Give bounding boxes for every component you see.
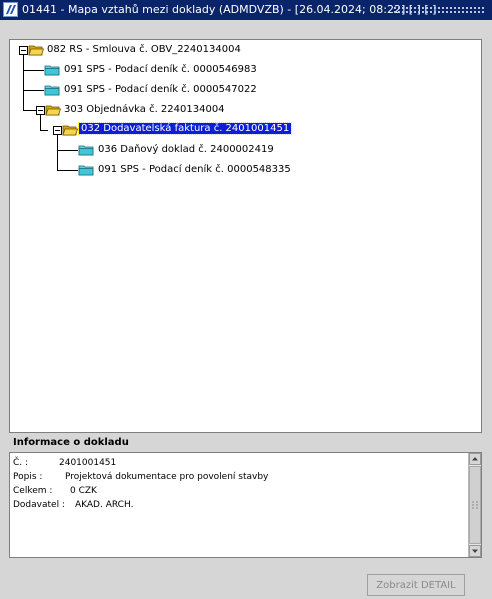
title-bar[interactable]: 01441 - Mapa vztahů mezi doklady (ADMDVZ… (0, 0, 492, 20)
tree-line (23, 90, 44, 91)
folder-icon (44, 65, 60, 76)
show-detail-button[interactable]: Zobrazit DETAIL (367, 574, 465, 596)
info-label: Dodavatel : (13, 500, 65, 510)
scroll-up-button[interactable] (469, 453, 481, 465)
tree-line (40, 130, 48, 131)
info-textarea[interactable]: Č. : 2401001451 Popis : Projektová dokum… (9, 452, 482, 558)
tree-line (57, 134, 58, 170)
tree-node-label: 082 RS - Smlouva č. OBV_2240134004 (47, 44, 241, 55)
info-value: 2401001451 (59, 458, 117, 468)
info-label: Č. : (13, 458, 29, 468)
collapse-icon[interactable] (36, 106, 45, 115)
tree-node-label-selected: 032 Dodavatelská faktura č. 2401001451 (77, 122, 293, 135)
tree-line (23, 54, 24, 110)
title-grip (393, 6, 485, 14)
info-value: AKAD. ARCH. (75, 500, 134, 510)
tree-node-contract[interactable]: 082 RS - Smlouva č. OBV_2240134004 (14, 42, 334, 58)
folder-icon (78, 165, 94, 176)
tree-node-label: 091 SPS - Podací deník č. 0000548335 (98, 164, 291, 175)
tree-line (57, 170, 78, 171)
tree-node-post-3[interactable]: 091 SPS - Podací deník č. 0000548335 (14, 162, 334, 178)
info-heading: Informace o dokladu (13, 437, 129, 448)
collapse-icon[interactable] (53, 126, 62, 135)
info-scrollbar[interactable] (468, 453, 481, 557)
arrow-down-icon (472, 549, 478, 553)
document-tree[interactable]: 082 RS - Smlouva č. OBV_2240134004 091 S… (9, 39, 482, 433)
tree-line (40, 114, 41, 130)
folder-icon (44, 85, 60, 96)
tree-node-label: 303 Objednávka č. 2240134004 (64, 104, 225, 115)
tree-node-label: 091 SPS - Podací deník č. 0000546983 (64, 64, 257, 75)
arrow-up-icon (472, 457, 478, 461)
tree-node-post-1[interactable]: 091 SPS - Podací deník č. 0000546983 (14, 62, 334, 78)
window-title: 01441 - Mapa vztahů mezi doklady (ADMDVZ… (22, 3, 437, 16)
tree-node-label: 091 SPS - Podací deník č. 0000547022 (64, 84, 257, 95)
info-label: Celkem : (13, 486, 53, 496)
tree-node-label: 036 Daňový doklad č. 2400002419 (98, 144, 274, 155)
scroll-down-button[interactable] (469, 545, 481, 557)
tree-node-invoice[interactable]: 032 Dodavatelská faktura č. 2401001451 (14, 122, 334, 138)
folder-open-icon (45, 105, 61, 116)
folder-icon (78, 145, 94, 156)
tree-line (57, 150, 78, 151)
info-label: Popis : (13, 472, 43, 482)
tree-node-post-2[interactable]: 091 SPS - Podací deník č. 0000547022 (14, 82, 334, 98)
grip-icon (472, 501, 478, 509)
info-value: 0 CZK (70, 486, 97, 496)
tree-line (23, 110, 36, 111)
folder-open-icon (62, 125, 78, 136)
tree-line (23, 70, 44, 71)
tree-node-tax-document[interactable]: 036 Daňový doklad č. 2400002419 (14, 142, 334, 158)
tree-node-order[interactable]: 303 Objednávka č. 2240134004 (14, 102, 334, 118)
scroll-thumb[interactable] (469, 466, 481, 544)
collapse-icon[interactable] (19, 46, 28, 55)
info-value: Projektová dokumentace pro povolení stav… (65, 472, 269, 482)
folder-open-icon (28, 45, 44, 56)
app-icon (3, 2, 18, 17)
